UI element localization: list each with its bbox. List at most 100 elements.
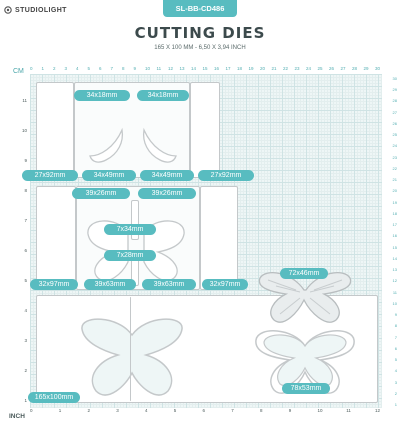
ruler-tick-label: 18 bbox=[392, 210, 397, 216]
die-label-39x26: 39x26mm bbox=[72, 188, 130, 199]
die-label-72x46: 72x46mm bbox=[280, 268, 328, 279]
panel-die-32x97-right bbox=[200, 186, 238, 290]
ruler-tick-label: 1 bbox=[58, 408, 62, 413]
ruler-tick-label: 10 bbox=[317, 408, 323, 413]
wing-shape-top-left bbox=[89, 127, 124, 163]
die-label-34x18-b: 34x18mm bbox=[137, 90, 189, 101]
ruler-tick-label: 1 bbox=[24, 398, 27, 403]
ruler-tick-label: 11 bbox=[156, 66, 162, 71]
inch-unit-label: INCH bbox=[9, 413, 25, 420]
ruler-tick-label: 5 bbox=[394, 357, 397, 363]
ruler-tick-label: 21 bbox=[271, 66, 277, 71]
ruler-tick-label: 12 bbox=[375, 408, 381, 413]
butterfly-lace-72x46 bbox=[258, 272, 352, 323]
ruler-tick-label: 0 bbox=[30, 408, 33, 413]
ruler-tick-label: 24 bbox=[306, 66, 312, 71]
cm-unit-label: CM bbox=[13, 68, 24, 75]
ruler-tick-label: 1 bbox=[394, 402, 397, 407]
ruler-tick-label: 22 bbox=[283, 66, 289, 71]
ruler-tick-label: 12 bbox=[168, 66, 174, 71]
ruler-tick-label: 4 bbox=[394, 368, 397, 374]
ruler-tick-label: 25 bbox=[317, 66, 323, 71]
ruler-tick-label: 4 bbox=[145, 408, 148, 413]
die-label-32x97-b: 32x97mm bbox=[202, 279, 248, 290]
ruler-tick-label: 8 bbox=[122, 66, 125, 71]
brand-logo: STUDIOLIGHT bbox=[4, 4, 67, 16]
ruler-tick-label: 7 bbox=[394, 334, 397, 340]
die-label-34x49: 34x49mm bbox=[82, 170, 136, 181]
ruler-tick-label: 5 bbox=[24, 278, 27, 283]
brand-name: STUDIOLIGHT bbox=[15, 6, 67, 14]
page-subtitle: 165 X 100 MM - 6,50 X 3,94 INCH bbox=[154, 45, 246, 51]
body-die-7x34 bbox=[131, 200, 139, 240]
ruler-tick-label: 3 bbox=[64, 66, 68, 71]
ruler-tick-label: 7 bbox=[24, 218, 27, 223]
wing-shape-top-right bbox=[142, 127, 177, 163]
ruler-tick-label: 23 bbox=[294, 66, 300, 71]
ruler-tick-label: 6 bbox=[99, 66, 102, 71]
ruler-tick-label: 2 bbox=[24, 368, 27, 373]
ruler-tick-label: 28 bbox=[352, 66, 358, 71]
panel-die-27x92-left bbox=[36, 82, 74, 178]
ruler-tick-label: 14 bbox=[191, 66, 197, 71]
ruler-tick-label: 27 bbox=[340, 66, 346, 71]
ruler-tick-label: 18 bbox=[237, 66, 243, 71]
ruler-tick-label: 26 bbox=[329, 66, 335, 71]
ruler-tick-label: 5 bbox=[87, 66, 91, 71]
ruler-tick-label: 10 bbox=[21, 128, 27, 133]
butterfly-window-large bbox=[81, 318, 183, 396]
ruler-tick-label: 20 bbox=[260, 66, 266, 71]
ruler-tick-label: 25 bbox=[392, 132, 397, 138]
ruler-tick-label: 0 bbox=[30, 66, 33, 71]
ruler-tick-label: 8 bbox=[24, 188, 27, 193]
ruler-tick-label: 27 bbox=[392, 109, 397, 115]
page-title: CUTTING DIES bbox=[134, 24, 266, 42]
die-label-27x92-b: 27x92mm bbox=[198, 170, 254, 181]
ruler-tick-label: 28 bbox=[392, 98, 397, 104]
butterfly-outline-78x53 bbox=[255, 330, 355, 394]
ruler-tick-label: 9 bbox=[288, 408, 292, 413]
die-label-78x53: 78x53mm bbox=[282, 383, 330, 394]
ruler-tick-label: 30 bbox=[375, 66, 381, 71]
ruler-tick-label: 13 bbox=[179, 66, 185, 71]
ruler-tick-label: 2 bbox=[87, 408, 91, 413]
ruler-tick-label: 14 bbox=[392, 255, 397, 261]
die-label-165x100: 165x100mm bbox=[28, 392, 80, 403]
ruler-tick-label: 7 bbox=[231, 408, 234, 413]
ruler-tick-label: 10 bbox=[392, 300, 397, 306]
ruler-tick-label: 11 bbox=[392, 289, 397, 295]
die-label-27x92: 27x92mm bbox=[22, 170, 78, 181]
ruler-tick-label: 7 bbox=[110, 66, 114, 71]
ruler-tick-label: 29 bbox=[392, 87, 397, 93]
ruler-tick-label: 17 bbox=[392, 222, 397, 228]
ruler-tick-label: 15 bbox=[392, 244, 397, 250]
die-label-34x18: 34x18mm bbox=[74, 90, 130, 101]
ruler-tick-label: 2 bbox=[394, 390, 397, 396]
ruler-tick-label: 24 bbox=[392, 143, 397, 149]
ruler-tick-label: 30 bbox=[392, 76, 397, 81]
ruler-tick-label: 29 bbox=[363, 66, 369, 71]
ruler-tick-label: 12 bbox=[392, 278, 397, 284]
ruler-tick-label: 16 bbox=[214, 66, 220, 71]
ruler-tick-label: 9 bbox=[24, 158, 27, 163]
die-label-39x63-b: 39x63mm bbox=[142, 279, 196, 290]
ruler-tick-label: 6 bbox=[24, 248, 27, 253]
ruler-tick-label: 3 bbox=[116, 408, 119, 413]
ruler-tick-label: 21 bbox=[392, 177, 397, 183]
ruler-tick-label: 16 bbox=[392, 233, 397, 239]
ruler-tick-label: 4 bbox=[76, 66, 79, 71]
ruler-tick-label: 19 bbox=[392, 199, 397, 205]
ruler-tick-label: 4 bbox=[24, 308, 27, 313]
ruler-tick-label: 15 bbox=[202, 66, 208, 71]
ruler-tick-label: 11 bbox=[22, 98, 27, 103]
panel-die-32x97-left bbox=[36, 186, 76, 290]
die-label-7x34: 7x34mm bbox=[104, 224, 156, 235]
ruler-tick-label: 26 bbox=[392, 120, 397, 126]
ruler-tick-label: 9 bbox=[394, 312, 397, 318]
ruler-tick-label: 9 bbox=[133, 66, 137, 71]
ruler-tick-label: 22 bbox=[392, 165, 397, 171]
